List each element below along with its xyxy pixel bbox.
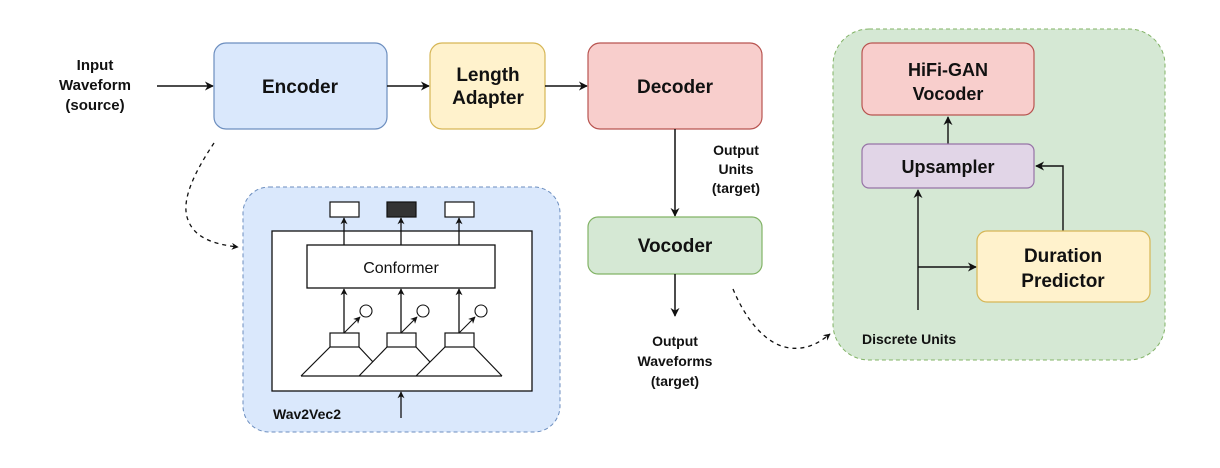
dashed-arrow-encoder-to-wav2vec2 (185, 142, 239, 250)
svg-text:Output: Output (652, 333, 698, 349)
output-token (329, 201, 360, 218)
dashed-arrow-vocoder-to-unit-vocoder (732, 288, 831, 349)
cnn-trapezoids (300, 346, 503, 377)
output-units-label: Output Units (target) (712, 142, 760, 196)
svg-text:(source): (source) (65, 97, 124, 114)
svg-text:(target): (target) (712, 180, 760, 196)
quantizer-circle (359, 304, 373, 318)
upsampler-box: Upsampler (861, 143, 1035, 189)
svg-text:Waveforms: Waveforms (638, 353, 713, 369)
feature-encoder-column (329, 288, 373, 348)
decoder-box: Decoder (587, 42, 763, 130)
svg-text:Encoder: Encoder (262, 77, 339, 98)
output-token-masked (386, 201, 417, 218)
length-adapter-box: Length Adapter (429, 42, 546, 130)
svg-text:Vocoder: Vocoder (638, 236, 713, 257)
feature-encoder-column (444, 288, 488, 348)
output-waveforms-label: Output Waveforms (target) (638, 333, 713, 389)
svg-text:Length: Length (456, 65, 519, 86)
svg-text:Decoder: Decoder (637, 77, 714, 98)
svg-text:Units: Units (719, 161, 754, 177)
quantizer-circle (416, 304, 430, 318)
svg-text:Output: Output (713, 142, 759, 158)
vocoder-box: Vocoder (587, 216, 763, 275)
svg-text:(target): (target) (651, 373, 699, 389)
svg-text:Predictor: Predictor (1021, 271, 1105, 292)
svg-text:Vocoder: Vocoder (913, 84, 984, 104)
duration-predictor-box: Duration Predictor (976, 230, 1151, 303)
hifigan-vocoder-box: HiFi-GAN Vocoder (861, 42, 1035, 116)
wav2vec2-panel: Conformer Wav2Vec2 (242, 186, 561, 433)
output-token (444, 201, 475, 218)
svg-text:Adapter: Adapter (452, 88, 524, 109)
wav2vec2-title: Wav2Vec2 (273, 406, 341, 422)
encoder-box: Encoder (213, 42, 388, 130)
svg-text:Upsampler: Upsampler (901, 157, 994, 177)
svg-text:Waveform: Waveform (59, 77, 131, 94)
svg-text:HiFi-GAN: HiFi-GAN (908, 60, 988, 80)
conformer-box (306, 244, 496, 289)
svg-text:Duration: Duration (1024, 246, 1102, 267)
svg-text:Conformer: Conformer (363, 260, 439, 277)
svg-text:Input: Input (77, 57, 114, 74)
input-waveform-label: Input Waveform (source) (59, 57, 131, 114)
discrete-units-label: Discrete Units (862, 331, 956, 347)
feature-encoder-column (386, 288, 430, 348)
unit-vocoder-panel: HiFi-GAN Vocoder Upsampler Duration Pred… (832, 28, 1166, 361)
quantizer-circle (474, 304, 488, 318)
